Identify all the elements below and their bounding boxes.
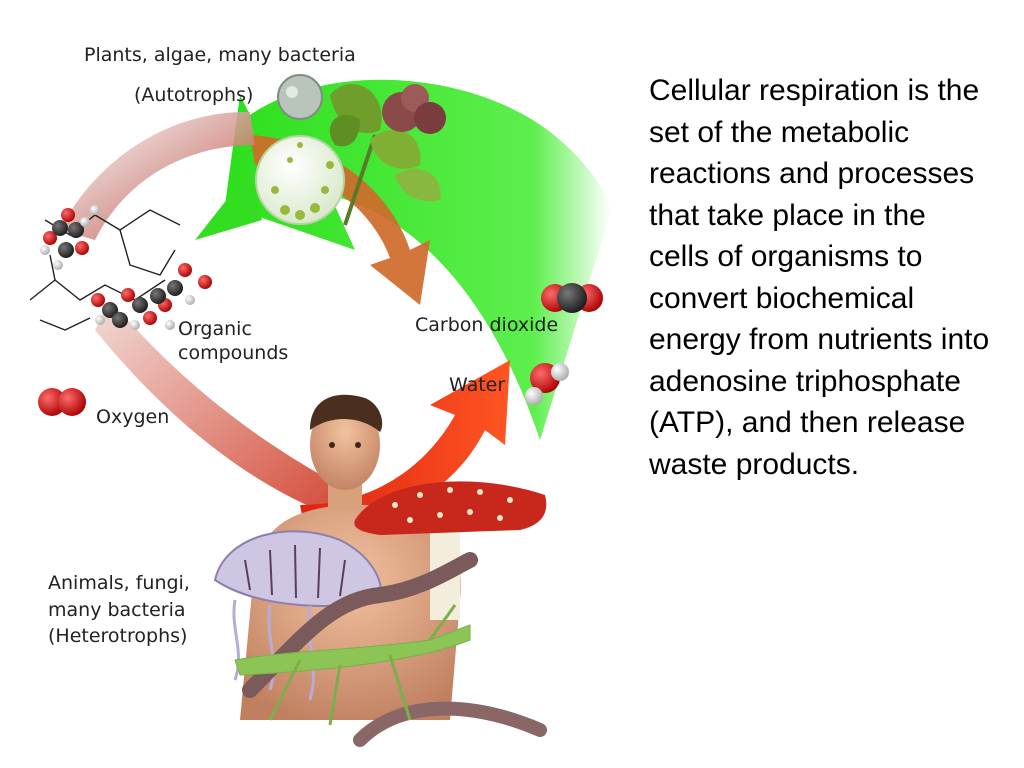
jellyfish-image bbox=[213, 530, 382, 701]
autotrophs-group-label: (Autotrophs) bbox=[134, 84, 254, 106]
plants-to-organics-arrow bbox=[60, 111, 255, 240]
bacterium-image bbox=[277, 74, 323, 120]
description-text: Cellular respiration is the set of the m… bbox=[649, 74, 990, 481]
oxygen-molecule bbox=[38, 388, 86, 416]
autotrophs-label: Plants, algae, many bacteria bbox=[84, 44, 356, 66]
heterotrophs-line-2: many bacteria bbox=[48, 598, 186, 621]
organic-label-line-2: compounds bbox=[178, 341, 289, 364]
carbon-dioxide-molecule bbox=[541, 283, 603, 313]
water-label: Water bbox=[449, 374, 506, 396]
organic-molecule-image bbox=[29, 205, 212, 331]
oxygen-label: Oxygen bbox=[96, 406, 170, 428]
carbon-dioxide-label: Carbon dioxide bbox=[415, 314, 559, 336]
heterotrophs-line-1: Animals, fungi, bbox=[48, 572, 190, 594]
heterotrophs-label: Animals, fungi, many bacteria (Heterotro… bbox=[48, 570, 190, 650]
heterotrophs-group-label: (Heterotrophs) bbox=[48, 625, 188, 648]
organic-label-line-1: Organic bbox=[178, 318, 252, 340]
respiration-cycle-diagram bbox=[29, 74, 611, 747]
organic-compounds-label: Organic compounds bbox=[178, 318, 288, 366]
human-to-water-arrow bbox=[300, 360, 510, 530]
green-arrowhead bbox=[195, 170, 262, 240]
orange-arrow bbox=[250, 135, 430, 305]
plant-image bbox=[329, 83, 446, 226]
organics-to-human-arrow bbox=[95, 300, 330, 515]
alga-cell-image bbox=[255, 135, 345, 225]
mantis-image bbox=[234, 604, 471, 726]
water-molecule bbox=[525, 363, 569, 405]
